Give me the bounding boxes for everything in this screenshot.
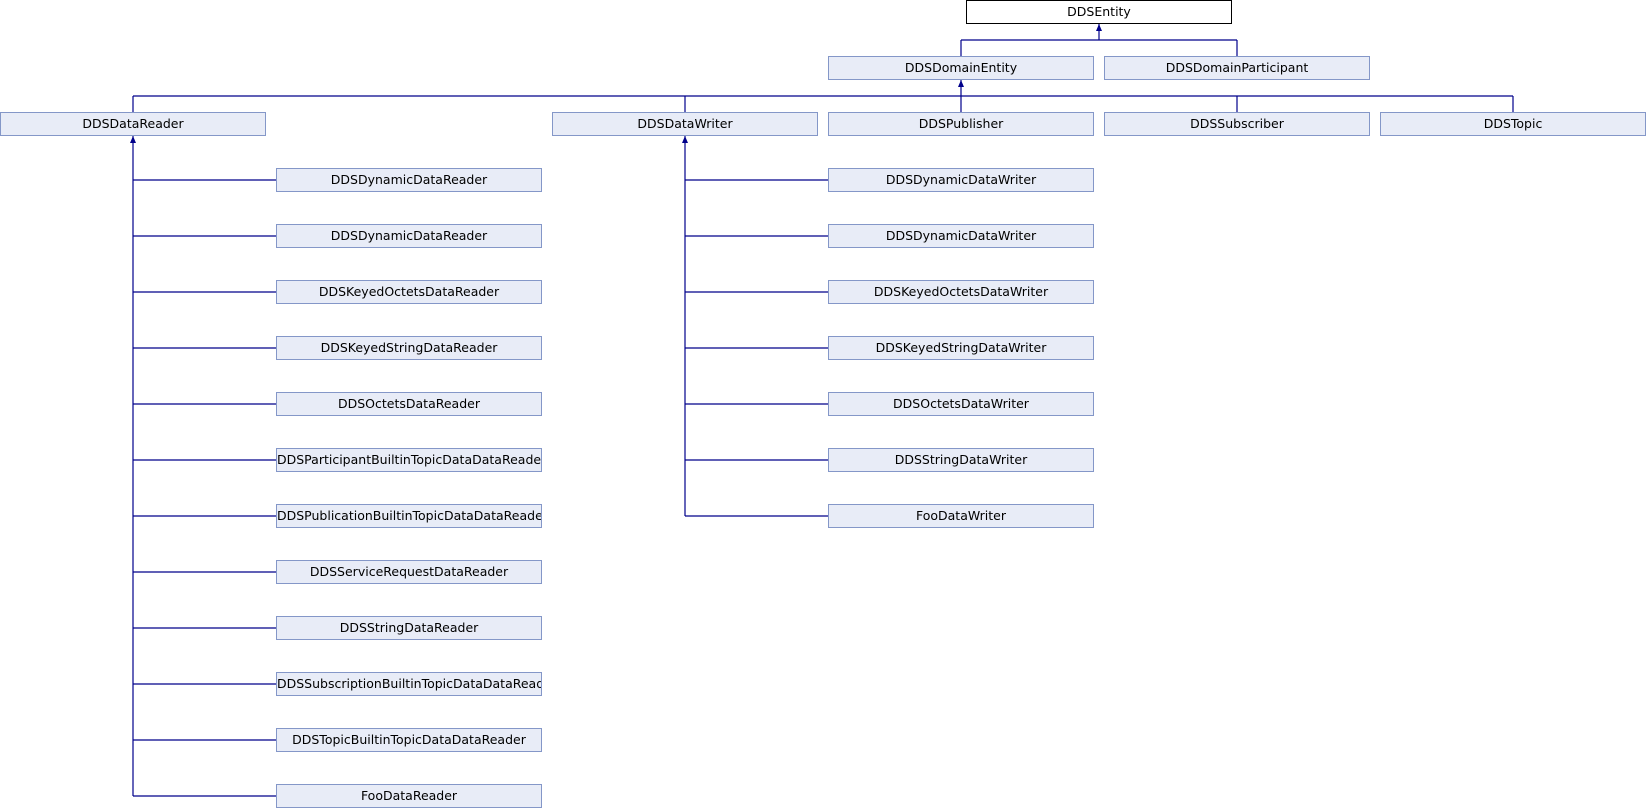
node-reader-dynamic-data-reader-1[interactable]: DDSDynamicDataReader xyxy=(276,168,542,192)
node-dds-domain-entity[interactable]: DDSDomainEntity xyxy=(828,56,1094,80)
node-dds-domain-participant[interactable]: DDSDomainParticipant xyxy=(1104,56,1370,80)
node-reader-foo[interactable]: FooDataReader xyxy=(276,784,542,808)
node-reader-participant-builtin[interactable]: DDSParticipantBuiltinTopicDataDataReader xyxy=(276,448,542,472)
node-reader-subscription-builtin[interactable]: DDSSubscriptionBuiltinTopicDataDataReade… xyxy=(276,672,542,696)
node-dds-subscriber[interactable]: DDSSubscriber xyxy=(1104,112,1370,136)
edge-arrow-data-writer xyxy=(682,136,688,143)
node-reader-publication-builtin[interactable]: DDSPublicationBuiltinTopicDataDataReader xyxy=(276,504,542,528)
node-reader-topic-builtin[interactable]: DDSTopicBuiltinTopicDataDataReader xyxy=(276,728,542,752)
node-dds-data-writer[interactable]: DDSDataWriter xyxy=(552,112,818,136)
node-dds-entity: DDSEntity xyxy=(966,0,1232,24)
node-dds-topic[interactable]: DDSTopic xyxy=(1380,112,1646,136)
node-reader-string[interactable]: DDSStringDataReader xyxy=(276,616,542,640)
node-reader-service-request[interactable]: DDSServiceRequestDataReader xyxy=(276,560,542,584)
node-writer-dynamic-data-writer-1[interactable]: DDSDynamicDataWriter xyxy=(828,168,1094,192)
node-writer-octets[interactable]: DDSOctetsDataWriter xyxy=(828,392,1094,416)
node-reader-keyed-octets[interactable]: DDSKeyedOctetsDataReader xyxy=(276,280,542,304)
node-dds-data-reader[interactable]: DDSDataReader xyxy=(0,112,266,136)
node-writer-string[interactable]: DDSStringDataWriter xyxy=(828,448,1094,472)
node-writer-keyed-string[interactable]: DDSKeyedStringDataWriter xyxy=(828,336,1094,360)
edge-arrow-domain-entity xyxy=(958,80,964,87)
node-reader-keyed-string[interactable]: DDSKeyedStringDataReader xyxy=(276,336,542,360)
node-reader-octets[interactable]: DDSOctetsDataReader xyxy=(276,392,542,416)
edge-arrow-data-reader xyxy=(130,136,136,143)
node-writer-foo[interactable]: FooDataWriter xyxy=(828,504,1094,528)
node-reader-dynamic-data-reader-2[interactable]: DDSDynamicDataReader xyxy=(276,224,542,248)
node-writer-dynamic-data-writer-2[interactable]: DDSDynamicDataWriter xyxy=(828,224,1094,248)
node-writer-keyed-octets[interactable]: DDSKeyedOctetsDataWriter xyxy=(828,280,1094,304)
edge-arrow-entity xyxy=(1096,24,1102,31)
node-dds-publisher[interactable]: DDSPublisher xyxy=(828,112,1094,136)
